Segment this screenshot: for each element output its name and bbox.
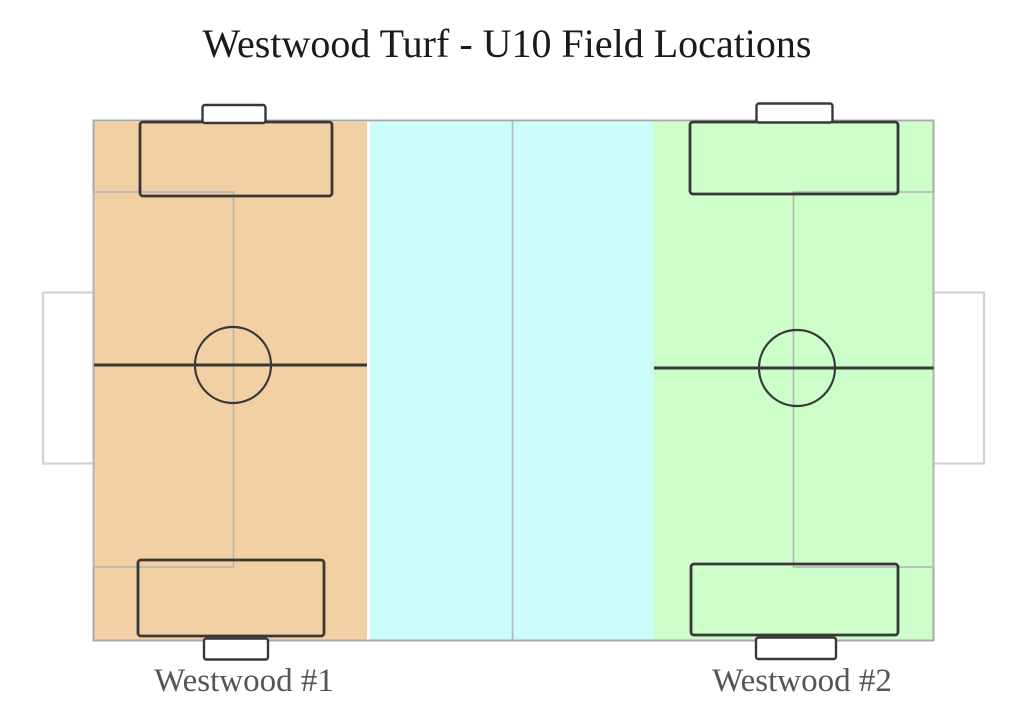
field2-markings bbox=[654, 102, 934, 661]
field2-label: Westwood #2 bbox=[712, 663, 892, 699]
field1-goal-bottom bbox=[202, 637, 270, 661]
field2-goal-top bbox=[755, 102, 834, 124]
field1-area bbox=[94, 122, 367, 640]
main-field-goal-right bbox=[932, 291, 986, 465]
main-field bbox=[41, 119, 986, 642]
main-field-penalty-area-left bbox=[92, 191, 235, 568]
field1-goal-top bbox=[201, 103, 267, 125]
field2-center-circle bbox=[757, 328, 837, 408]
field1-markings bbox=[94, 103, 367, 661]
field2-penalty-box-bottom bbox=[689, 562, 900, 637]
field-labels: Westwood #1 Westwood #2 bbox=[154, 663, 892, 699]
field1-center-circle bbox=[193, 325, 273, 405]
main-field-penalty-area-right bbox=[792, 191, 935, 568]
field1-label: Westwood #1 bbox=[154, 663, 334, 699]
field1-penalty-box-bottom bbox=[136, 558, 326, 638]
page-title: Westwood Turf - U10 Field Locations bbox=[203, 21, 812, 66]
field2-goal-bottom bbox=[754, 636, 838, 661]
main-field-goal-left bbox=[41, 291, 95, 465]
middle-zone-area bbox=[370, 122, 653, 640]
